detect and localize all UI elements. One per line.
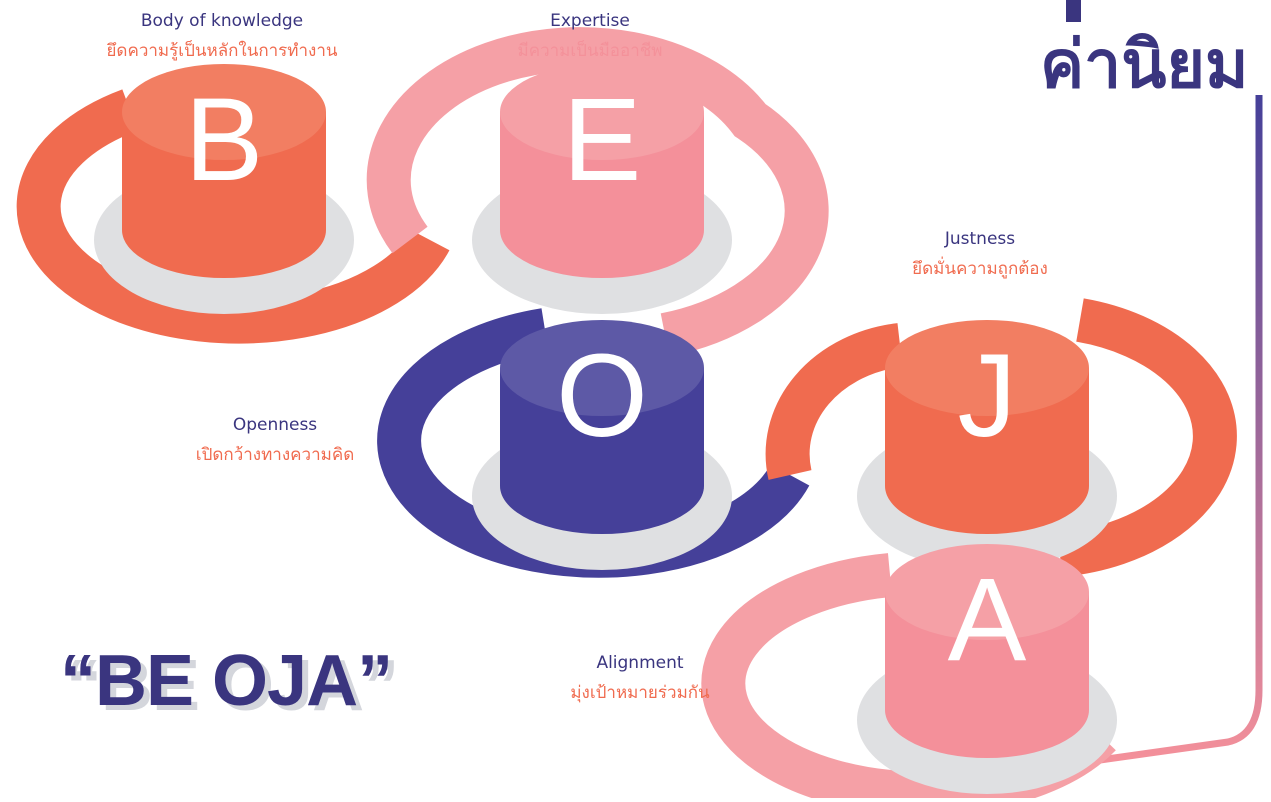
ring-o bbox=[377, 308, 810, 578]
cylinder-a: A bbox=[857, 544, 1117, 794]
ring-b bbox=[16, 89, 450, 344]
cylinder-top bbox=[500, 320, 704, 416]
page-title: ค่านิยม bbox=[1040, 26, 1249, 103]
label-e-english: Expertise bbox=[550, 11, 630, 31]
label-o-english: Openness bbox=[232, 415, 318, 435]
ring-e bbox=[366, 27, 829, 357]
ring-j bbox=[765, 298, 1237, 577]
label-o: Openness เปิดกว้างทางความคิด bbox=[160, 414, 390, 466]
label-j: Justness ยึดมั่นความถูกต้อง bbox=[870, 228, 1090, 280]
label-a-thai: มุ่งเป้าหมายร่วมกัน bbox=[570, 683, 710, 703]
accent-line bbox=[1099, 95, 1263, 764]
cylinder-top bbox=[885, 320, 1089, 416]
cylinder-top bbox=[885, 544, 1089, 640]
cylinder-e: E bbox=[472, 64, 732, 314]
cylinder-top bbox=[500, 64, 704, 160]
label-o-thai: เปิดกว้างทางความคิด bbox=[195, 445, 355, 465]
cylinder-b: B bbox=[94, 64, 354, 314]
label-b: Body of knowledge ยึดความรู้เป็นหลักในกา… bbox=[82, 10, 362, 62]
label-a: Alignment มุ่งเป้าหมายร่วมกัน bbox=[530, 652, 750, 704]
cylinder-letter-a: A bbox=[948, 554, 1027, 686]
label-j-thai: ยึดมั่นความถูกต้อง bbox=[912, 259, 1048, 279]
label-j-english: Justness bbox=[944, 229, 1016, 249]
cylinder-letter-o: O bbox=[556, 330, 648, 462]
cylinder-letter-e: E bbox=[563, 74, 642, 206]
label-b-english: Body of knowledge bbox=[140, 11, 304, 31]
cylinder-o: O bbox=[472, 320, 732, 570]
label-e-thai: มีความเป็นมืออาชีพ bbox=[517, 41, 663, 61]
title-accent-bar bbox=[1066, 0, 1081, 22]
cylinder-top bbox=[122, 64, 326, 160]
cylinder-letter-b: B bbox=[185, 74, 264, 206]
label-b-thai: ยึดความรู้เป็นหลักในการทำงาน bbox=[106, 41, 338, 61]
slogan: “BE OJA” bbox=[60, 641, 393, 721]
label-e: Expertise มีความเป็นมืออาชีพ bbox=[470, 10, 710, 62]
cylinder-letter-j: J bbox=[958, 330, 1017, 462]
cylinder-j: J bbox=[857, 320, 1117, 570]
label-a-english: Alignment bbox=[596, 653, 684, 673]
